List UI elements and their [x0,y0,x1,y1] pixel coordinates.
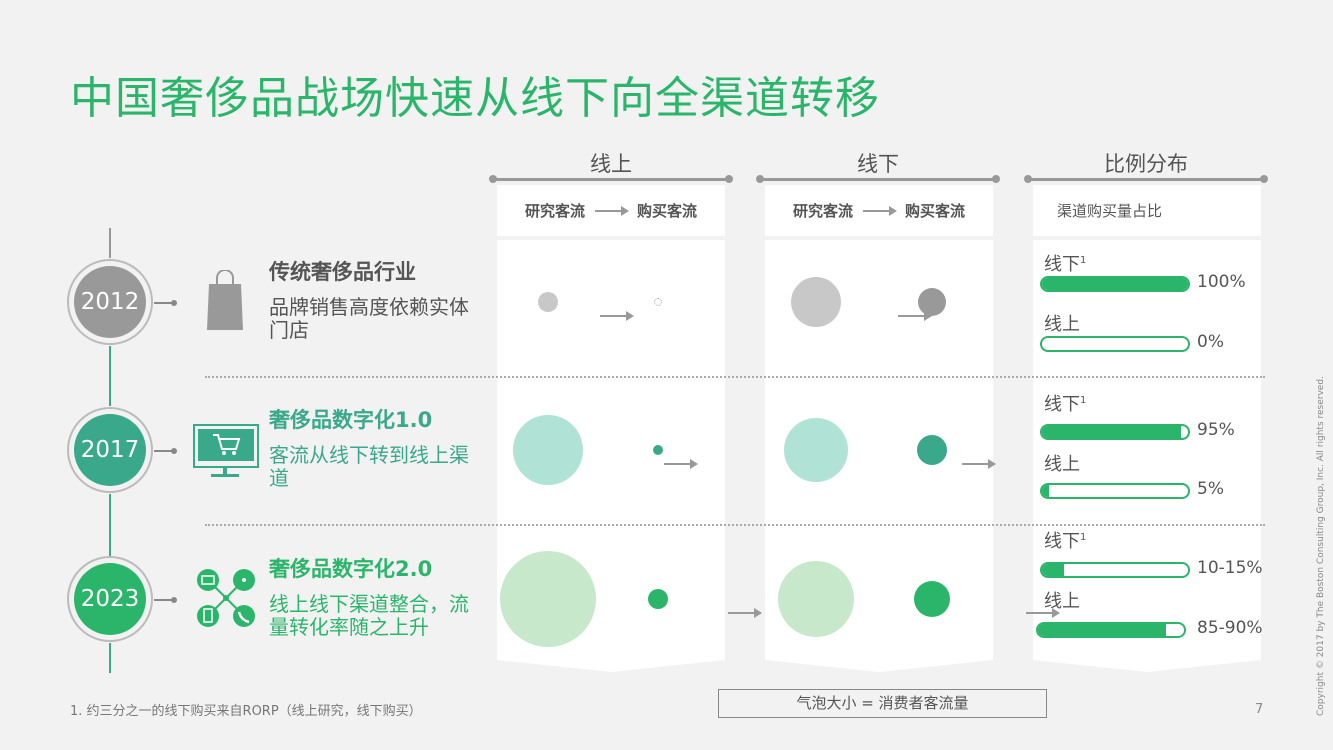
arrow-icon [898,311,932,321]
year-badge: 2017 [74,414,146,486]
share-percent: 85-90% [1197,618,1263,638]
year-badge: 2012 [74,266,146,338]
share-bar [1040,276,1190,292]
timeline-connector [154,597,177,603]
bar-label: 线上 [1044,454,1080,475]
row-title: 传统奢侈品行业 [269,260,416,284]
share-bar [1040,562,1190,578]
timeline-line [109,228,111,258]
research-traffic-bubble [538,292,558,312]
row-title: 奢侈品数字化1.0 [269,408,433,432]
research-traffic-bubble [500,551,596,647]
header-line [1024,175,1268,183]
bar-label: 线上 [1044,591,1080,612]
share-percent: 10-15% [1197,558,1263,578]
arrow-icon [595,205,629,216]
research-traffic-bubble [791,277,841,327]
row-description: 线上线下渠道整合，流量转化率随之上升 [269,592,469,639]
share-percent: 0% [1197,332,1224,352]
purchase-traffic-bubble [648,589,668,609]
omnichannel-network-icon [197,569,255,627]
timeline-connector [154,448,177,454]
row-title: 奢侈品数字化2.0 [269,557,433,581]
arrow-icon [664,459,698,469]
timeline-line [109,346,111,406]
arrow-icon [600,311,634,321]
arrow-icon [863,205,897,216]
purchase-traffic-bubble [917,435,947,465]
copyright: Copyright © 2017 by The Boston Consultin… [1316,376,1326,716]
purchase-traffic-label: 购买客流 [637,202,698,220]
arrow-icon [1026,608,1060,618]
bubble-size-legend: 气泡大小 = 消费者客流量 [718,689,1047,718]
page-title: 中国奢侈品战场快速从线下向全渠道转移 [70,73,880,124]
offline-subheader: 研究客流 购买客流 [765,185,993,236]
research-traffic-bubble [784,418,848,482]
year-ring [67,259,153,345]
header-line [756,175,1000,183]
footnote: 1. 约三分之一的线下购买来自RORP（线上研究，线下购买） [70,704,422,719]
share-percent: 100% [1197,272,1246,292]
purchase-traffic-bubble [653,445,663,455]
research-traffic-bubble [778,561,854,637]
ratio-subheader: 渠道购买量占比 [1033,185,1261,236]
share-bar [1040,483,1190,499]
purchase-traffic-label: 购买客流 [905,202,966,220]
purchase-traffic-bubble [914,581,950,617]
row-divider [205,524,1265,526]
timeline-line [109,494,111,556]
share-percent: 95% [1197,420,1235,440]
bar-label: 线下1 [1044,394,1087,415]
computer-cart-icon [193,424,259,477]
arrow-icon [962,459,996,469]
ratio-sub-label: 渠道购买量占比 [1057,202,1163,220]
bar-label: 线上 [1044,314,1080,335]
research-traffic-bubble [513,415,583,485]
arrow-icon [728,608,762,618]
share-bar [1040,424,1190,440]
shopping-bag-icon [207,270,243,330]
column-header-ratio: 比例分布 [1104,152,1188,176]
purchase-traffic-bubble [918,288,946,316]
row-divider [205,376,1265,378]
share-percent: 5% [1197,479,1224,499]
column-header-offline: 线下 [857,152,899,176]
column-header-online: 线上 [590,152,632,176]
year-ring [67,407,153,493]
bar-label: 线下1 [1044,254,1087,275]
purchase-traffic-bubble [654,298,662,306]
timeline-connector [154,300,177,306]
share-bar [1040,336,1190,352]
page-number: 7 [1255,702,1264,717]
research-traffic-label: 研究客流 [524,202,585,220]
header-line [489,175,733,183]
timeline-line [109,643,111,673]
row-description: 品牌销售高度依赖实体门店 [269,295,469,342]
research-traffic-label: 研究客流 [792,202,853,220]
online-subheader: 研究客流 购买客流 [497,185,725,236]
share-bar [1036,622,1186,638]
year-badge: 2023 [74,563,146,635]
year-ring [67,556,153,642]
row-description: 客流从线下转到线上渠道 [269,443,469,490]
bar-label: 线下1 [1044,531,1087,552]
ratio-panel [1033,240,1261,672]
